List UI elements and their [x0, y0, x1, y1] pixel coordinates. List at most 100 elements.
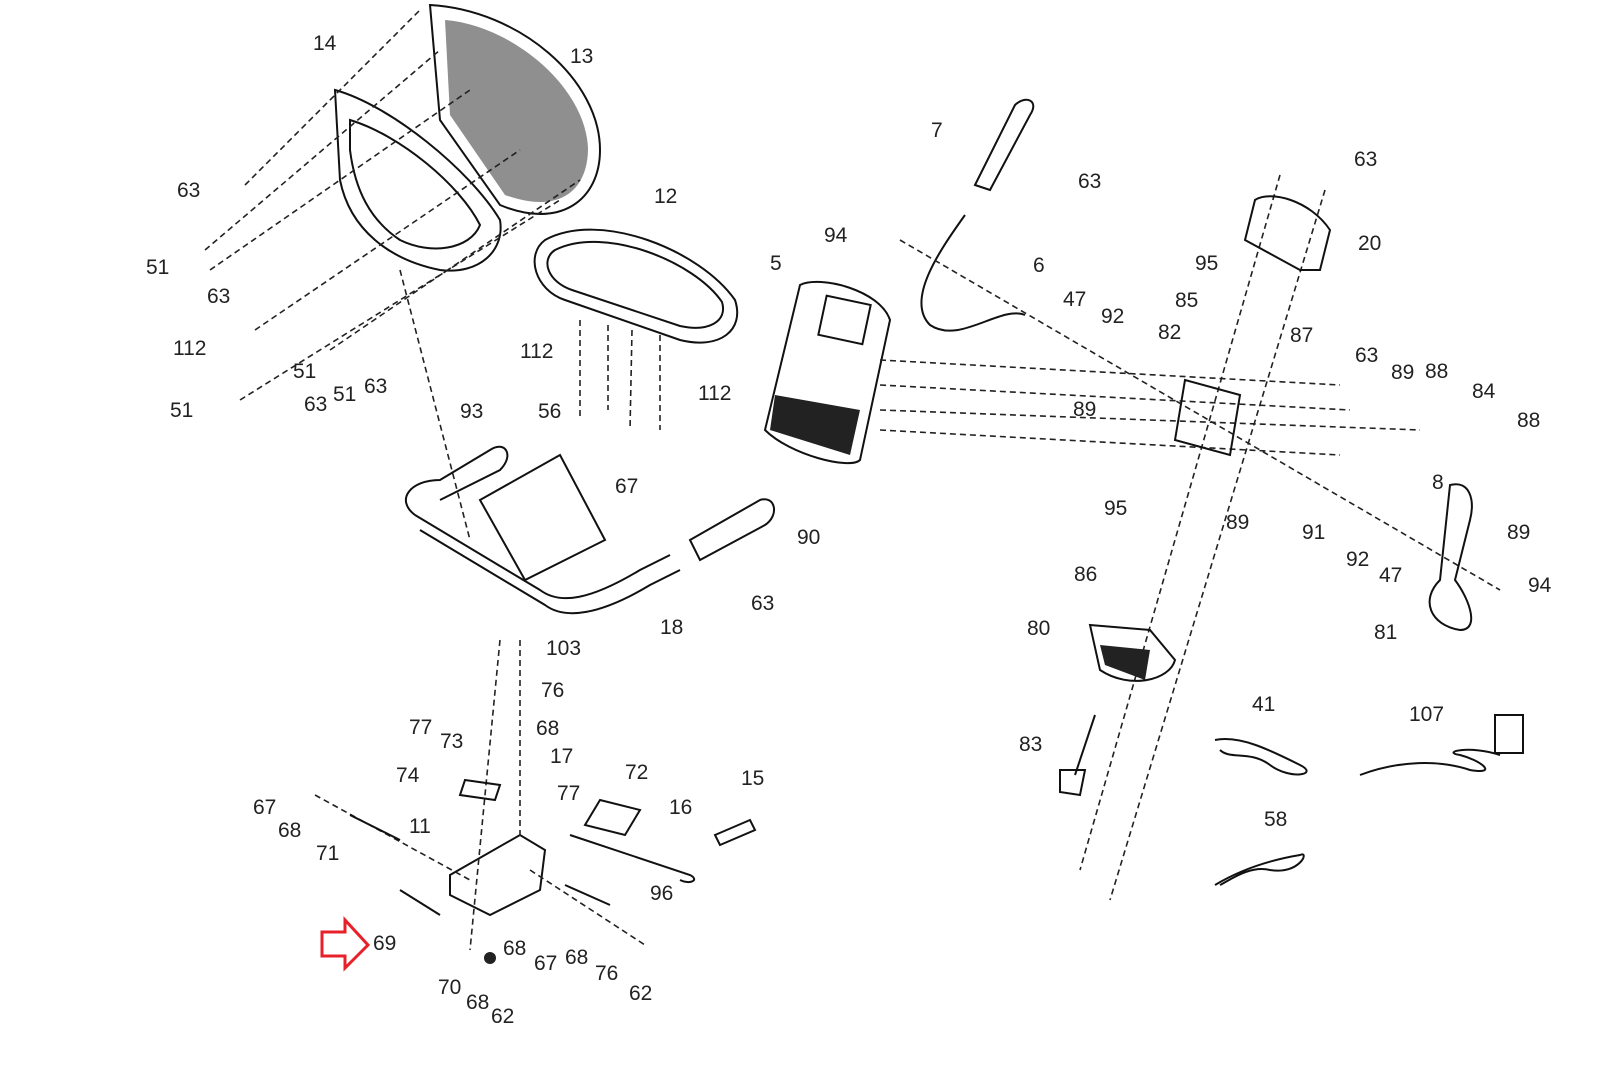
cable-41 [1214, 738, 1308, 776]
part-label: 92 [1101, 305, 1125, 328]
part-label: 94 [824, 224, 848, 247]
part-label: 67 [534, 952, 558, 975]
knob-70 [484, 952, 496, 964]
lever-16 [569, 834, 696, 884]
part-label: 107 [1409, 703, 1445, 726]
adjustment-rod [1074, 714, 1096, 776]
power-cord-107 [1359, 748, 1501, 776]
part-label: 91 [1302, 521, 1326, 544]
part-label: 112 [520, 340, 554, 363]
part-label: 47 [1063, 288, 1087, 311]
upright-handlebar [920, 98, 1035, 332]
part-label: 95 [1195, 252, 1219, 275]
part-label: 17 [550, 745, 574, 768]
part-label: 82 [1158, 321, 1182, 344]
part-label: 103 [546, 637, 582, 660]
upright-frame [879, 174, 1501, 901]
part-label: 63 [304, 393, 328, 416]
part-label: 90 [797, 526, 821, 549]
part-label: 89 [1073, 398, 1097, 421]
part-label: 67 [253, 796, 277, 819]
part-label: 5 [770, 252, 782, 275]
part-label: 88 [1425, 360, 1449, 383]
part-label: 96 [650, 882, 674, 905]
seat-back-shell [428, 3, 602, 215]
part-label: 88 [1517, 409, 1541, 432]
part-label: 13 [570, 45, 594, 68]
part-label: 63 [177, 179, 201, 202]
part-label: 58 [1264, 808, 1288, 831]
part-label: 89 [1391, 361, 1415, 384]
lower-shroud [1088, 623, 1177, 682]
base-bracket [314, 639, 646, 951]
part-label: 63 [751, 592, 775, 615]
part-label: 63 [1355, 344, 1379, 367]
part-label: 51 [333, 383, 357, 406]
pedal [1428, 483, 1473, 632]
part-label: 51 [146, 256, 170, 279]
part-label: 47 [1379, 564, 1403, 587]
part-label: 68 [278, 819, 302, 842]
part-label: 81 [1374, 621, 1398, 644]
part-label: 71 [316, 842, 340, 865]
part-label: 69 [373, 932, 397, 955]
part-label: 63 [364, 375, 388, 398]
part-label: 63 [1078, 170, 1102, 193]
part-label: 63 [207, 285, 231, 308]
block-73 [458, 778, 502, 802]
part-label: 15 [741, 767, 765, 790]
part-label: 72 [625, 761, 649, 784]
part-label: 12 [654, 185, 678, 208]
part-label: 68 [503, 937, 527, 960]
upright-cover [1243, 195, 1332, 271]
knob-15 [713, 818, 757, 847]
part-label: 77 [409, 716, 433, 739]
part-label: 68 [536, 717, 560, 740]
seat-back-frame [333, 88, 502, 272]
part-label: 51 [293, 360, 317, 383]
part-label: 7 [931, 119, 943, 142]
part-label: 62 [491, 1005, 515, 1028]
part-label: 80 [1027, 617, 1051, 640]
bracket-72 [583, 798, 642, 837]
part-label: 89 [1507, 521, 1531, 544]
part-label: 67 [615, 475, 639, 498]
part-label: 76 [541, 679, 565, 702]
part-label: 14 [313, 32, 337, 55]
part-label: 56 [538, 400, 562, 423]
part-label: 95 [1104, 497, 1128, 520]
seat-frame [404, 445, 681, 615]
console [763, 280, 892, 465]
part-label: 93 [460, 400, 484, 423]
pin-96 [564, 884, 611, 906]
bolt-69 [399, 889, 441, 916]
part-label: 8 [1432, 471, 1444, 494]
part-label: 94 [1528, 574, 1552, 597]
seat-cushion [533, 228, 739, 431]
part-label: 63 [1354, 148, 1378, 171]
part-label: 41 [1252, 693, 1276, 716]
part-label: 86 [1074, 563, 1098, 586]
part-label: 18 [660, 616, 684, 639]
part-label: 112 [173, 337, 207, 360]
part-label: 70 [438, 976, 462, 999]
part-label: 68 [466, 991, 490, 1014]
part-label: 89 [1226, 511, 1250, 534]
part-label: 92 [1346, 548, 1370, 571]
part-label: 87 [1290, 324, 1314, 347]
cable-58 [1214, 853, 1305, 886]
part-label: 77 [557, 782, 581, 805]
part-label: 11 [409, 815, 431, 838]
part-label: 76 [595, 962, 619, 985]
part-label: 112 [698, 382, 732, 405]
part-label: 6 [1033, 254, 1045, 277]
axle-71 [349, 814, 401, 841]
part-label: 62 [629, 982, 653, 1005]
part-label: 51 [170, 399, 194, 422]
assembly-lines-seat-back [204, 9, 581, 541]
part-label: 16 [669, 796, 693, 819]
part-label: 20 [1358, 232, 1382, 255]
part-label: 84 [1472, 380, 1496, 403]
part-label: 83 [1019, 733, 1043, 756]
